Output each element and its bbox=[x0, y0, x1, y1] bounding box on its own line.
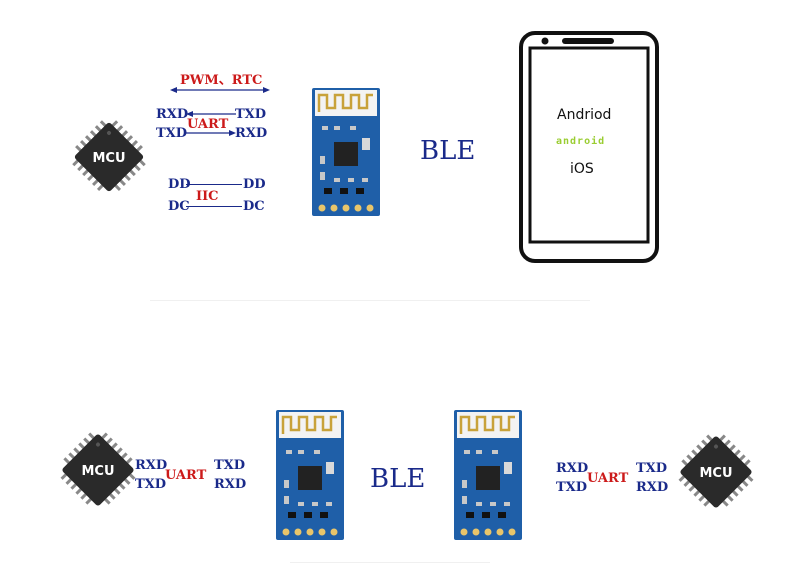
smartphone-icon bbox=[519, 31, 659, 263]
separator-line bbox=[150, 300, 590, 301]
mcu-chip-icon: MCU bbox=[60, 432, 136, 506]
br-txd-label: TXD bbox=[556, 480, 588, 495]
uart-label: UART bbox=[187, 117, 229, 132]
mcu-label: MCU bbox=[699, 466, 732, 481]
mcu-chip-icon: MCU bbox=[72, 120, 146, 192]
ble-label-bottom: BLE bbox=[370, 464, 426, 494]
br-txd2-label: TXD bbox=[636, 461, 668, 476]
txd-right-label: TXD bbox=[235, 107, 267, 122]
rxd-left-label: RXD bbox=[156, 107, 189, 122]
android-text: Andriod bbox=[557, 107, 612, 123]
ble-module-icon bbox=[454, 410, 522, 540]
bl-rxd2-label: RXD bbox=[214, 477, 247, 492]
br-rxd2-label: RXD bbox=[636, 480, 669, 495]
iic-label: IIC bbox=[196, 189, 219, 204]
separator-line bbox=[290, 562, 490, 563]
android-logo: android bbox=[556, 136, 606, 147]
br-uart-label: UART bbox=[587, 471, 629, 486]
mcu-chip-icon: MCU bbox=[678, 434, 754, 508]
ios-text: iOS bbox=[570, 161, 594, 177]
br-rxd-label: RXD bbox=[556, 461, 589, 476]
bl-uart-label: UART bbox=[165, 468, 207, 483]
dc-left-label: DC bbox=[168, 199, 190, 214]
uart-arrow-left bbox=[186, 111, 236, 117]
bl-txd-label: TXD bbox=[135, 477, 167, 492]
uart-arrow-right bbox=[186, 130, 236, 136]
dd-right-label: DD bbox=[243, 177, 266, 192]
rxd-right-label: RXD bbox=[235, 126, 268, 141]
mcu-label: MCU bbox=[92, 151, 125, 166]
ble-module-icon bbox=[276, 410, 344, 540]
mcu-label: MCU bbox=[81, 464, 114, 479]
pwm-rtc-label: PWM、RTC bbox=[180, 73, 263, 88]
ble-label-top: BLE bbox=[420, 136, 476, 166]
bl-rxd-label: RXD bbox=[135, 458, 168, 473]
bl-txd2-label: TXD bbox=[214, 458, 246, 473]
dc-right-label: DC bbox=[243, 199, 265, 214]
dc-line bbox=[186, 206, 242, 207]
txd-left-label: TXD bbox=[156, 126, 188, 141]
dd-left-label: DD bbox=[168, 177, 191, 192]
pwm-rtc-arrow bbox=[170, 87, 270, 93]
dd-line bbox=[186, 184, 242, 185]
ble-module-icon bbox=[312, 88, 380, 216]
